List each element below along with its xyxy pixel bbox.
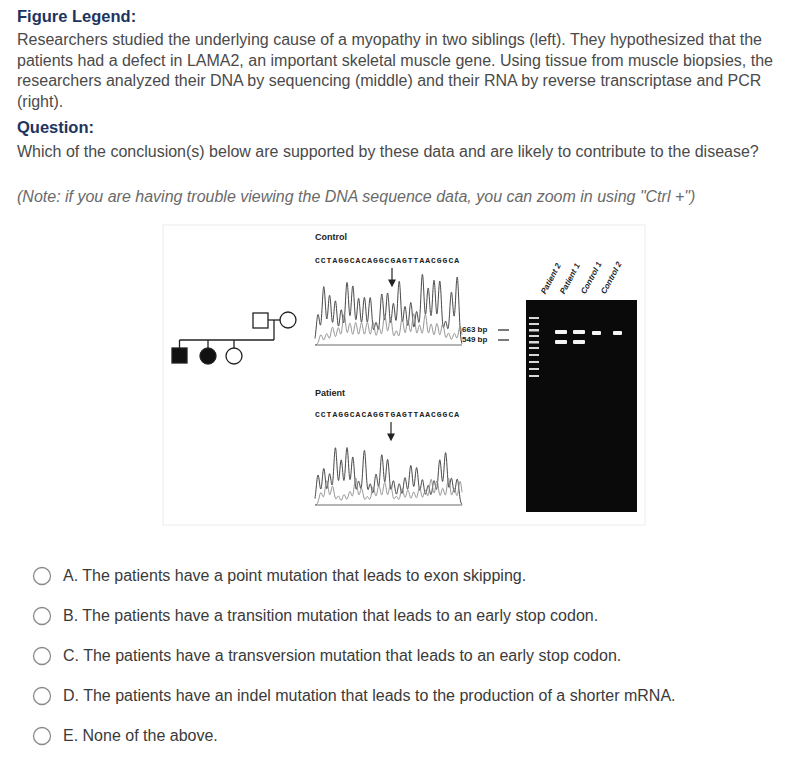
answer-option: D. The patients have an indel mutation t… — [63, 686, 793, 707]
sample-label: Control — [315, 232, 347, 243]
drop-line — [179, 340, 180, 348]
pedigree — [172, 312, 296, 364]
tick — [498, 339, 509, 340]
chromatograms — [315, 274, 462, 505]
legend-paragraph: Researchers studied the underlying cause… — [17, 30, 799, 112]
arrow-shaft — [391, 268, 392, 281]
size-ticks — [498, 330, 509, 340]
chromatogram-trace — [315, 448, 462, 505]
drop-line — [207, 340, 208, 348]
mother-symbol — [280, 312, 296, 328]
radio-button — [34, 728, 51, 745]
arrow-head — [389, 280, 395, 286]
sample-bands — [555, 330, 622, 344]
ladder — [529, 317, 539, 377]
trace-baseline — [315, 505, 462, 506]
chromatogram-trace — [315, 478, 462, 505]
dna-sequence: CCTAGGCACAGGCGAGTTAACGGCA — [315, 256, 460, 266]
ladder-band — [529, 375, 539, 377]
note-text: (Note: if you are having trouble viewing… — [17, 187, 799, 208]
ladder-band — [529, 347, 539, 349]
ladder-band — [529, 354, 539, 356]
gel — [526, 300, 637, 512]
arrow-head — [388, 434, 394, 440]
answer-option: E. None of the above. — [63, 726, 793, 747]
question-text: Which of the conclusion(s) below are sup… — [17, 142, 799, 163]
ladder-band — [529, 329, 539, 332]
drop-line — [233, 340, 234, 348]
answer-option: B. The patients have a transition mutati… — [63, 606, 793, 627]
ladder-band — [529, 335, 539, 337]
radio-buttons — [34, 568, 51, 745]
band — [573, 340, 585, 344]
affected-son — [172, 348, 187, 363]
band — [555, 330, 567, 334]
ladder-band — [529, 361, 539, 363]
arrow-shaft — [390, 422, 391, 435]
radio-button — [34, 568, 51, 585]
answer-option: C. The patients have a transversion muta… — [63, 646, 793, 667]
affected-daughter — [200, 348, 216, 364]
unaffected-daughter — [226, 348, 242, 364]
section-heading: Question: — [17, 117, 94, 138]
band — [613, 331, 622, 335]
band — [555, 340, 567, 344]
answer-option: A. The patients have a point mutation th… — [63, 566, 793, 587]
radio-button — [34, 688, 51, 705]
descent-line — [273, 320, 274, 340]
radio-button — [34, 648, 51, 665]
trace-baseline — [315, 345, 462, 346]
band — [573, 330, 585, 334]
gel-background — [526, 300, 637, 512]
section-heading: Figure Legend: — [17, 6, 136, 27]
tick — [498, 329, 509, 330]
size-label: 663 bp — [462, 325, 487, 335]
figure-panel — [163, 225, 645, 525]
band — [592, 331, 601, 335]
size-label: 549 bp — [462, 335, 487, 345]
ladder-band — [529, 317, 539, 319]
ladder-band — [529, 323, 539, 325]
ladder-band — [529, 341, 539, 344]
chromatogram-trace — [315, 314, 462, 345]
ladder-band — [529, 368, 539, 370]
sample-label: Patient — [315, 388, 345, 399]
dna-sequence: CCTAGGCACAGGTGAGTTAACGGCA — [315, 410, 460, 420]
sibship-line — [180, 339, 275, 340]
father-symbol — [253, 313, 268, 328]
radio-button — [34, 608, 51, 625]
